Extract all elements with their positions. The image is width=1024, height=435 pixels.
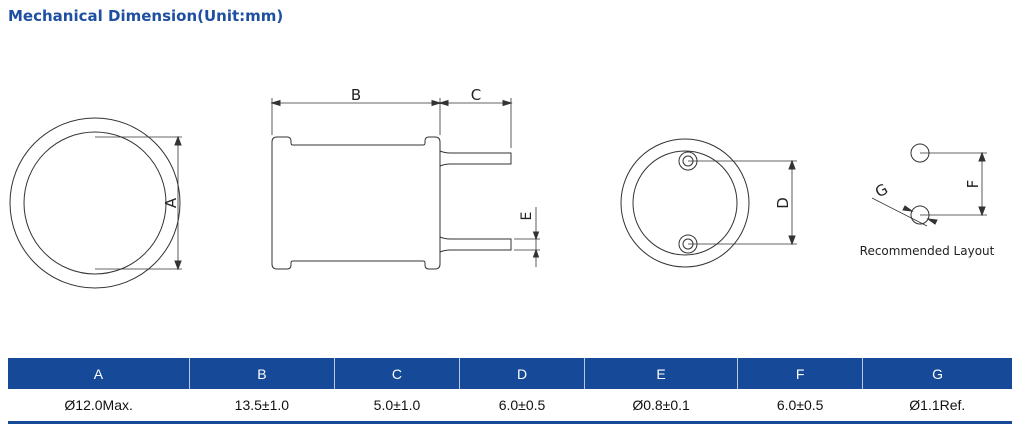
value-a: Ø12.0Max. (8, 389, 190, 424)
dim-label-a: A (162, 197, 180, 208)
header-f: F (737, 358, 863, 389)
top-view: A (9, 117, 182, 289)
value-f: 6.0±0.5 (737, 389, 863, 424)
dim-label-g: G (872, 180, 891, 201)
dim-label-d: D (774, 197, 792, 209)
value-c: 5.0±1.0 (334, 389, 460, 424)
recommended-layout-label: Recommended Layout (860, 244, 995, 258)
section-title: Mechanical Dimension(Unit:mm) (8, 7, 284, 25)
dim-label-b: B (351, 86, 361, 104)
value-b: 13.5±1.0 (189, 389, 335, 424)
table-row: Ø12.0Max. 13.5±1.0 5.0±1.0 6.0±0.5 Ø0.8±… (8, 389, 1012, 424)
header-a: A (8, 358, 190, 389)
dim-label-c: C (471, 86, 481, 104)
mechanical-drawing: A B C E D F G Recommended Layout (9, 86, 995, 289)
value-e: Ø0.8±0.1 (584, 389, 738, 424)
header-e: E (584, 358, 738, 389)
header-d: D (458, 358, 585, 389)
header-b: B (188, 358, 335, 389)
value-g: Ø1.1Ref. (862, 389, 1012, 424)
dim-label-e: E (519, 212, 535, 221)
recommended-layout: F G Recommended Layout (860, 143, 995, 258)
table-header-row: A B C D E F G (8, 358, 1012, 389)
dim-label-f: F (964, 180, 982, 189)
header-g: G (862, 358, 1012, 389)
header-c: C (333, 358, 460, 389)
dimension-table: A B C D E F G Ø12.0Max. 13.5±1.0 5.0±1.0… (8, 358, 1012, 424)
value-d: 6.0±0.5 (459, 389, 585, 424)
side-view: B C E (270, 86, 540, 270)
bottom-view: D (620, 138, 797, 268)
